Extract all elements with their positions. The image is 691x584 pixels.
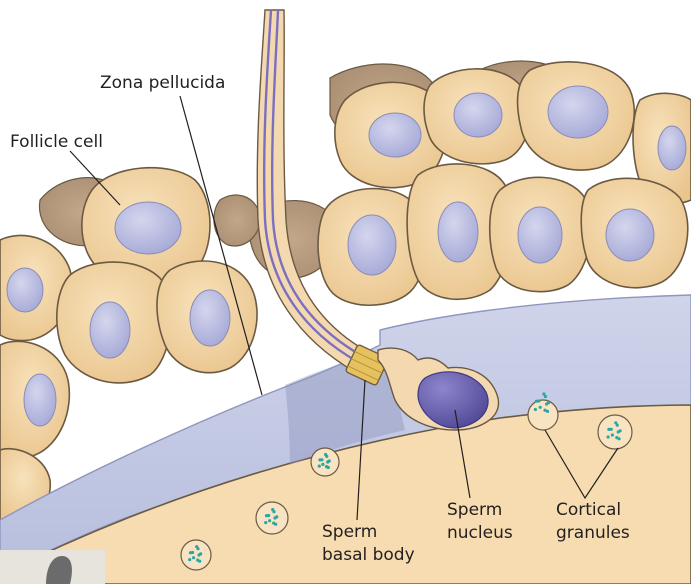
- label-sperm-basal-body-line1: Sperm: [322, 522, 377, 542]
- granule-dot: [611, 433, 614, 436]
- follicle-cell: [157, 261, 257, 373]
- follicle-cell: [424, 69, 530, 164]
- label-zona-pellucida: Zona pellucida: [100, 73, 225, 93]
- label-sperm-nucleus-line1: Sperm: [447, 500, 502, 520]
- granule-dot: [196, 547, 199, 550]
- granule-dot: [191, 551, 194, 554]
- cortical-granule: [598, 415, 632, 449]
- follicle-cell: [581, 178, 688, 287]
- granule-dot: [320, 458, 323, 461]
- granule-dot: [318, 465, 321, 468]
- label-sperm-basal-body-line2: basal body: [322, 545, 415, 565]
- granule-dot: [188, 558, 191, 561]
- granule-dot: [539, 406, 542, 409]
- follicle-cell: [57, 262, 172, 383]
- granule-dot: [544, 395, 547, 398]
- granule-dot: [325, 455, 328, 458]
- granule-dot: [199, 552, 202, 555]
- granule-dot: [267, 514, 270, 517]
- label-cortical-granules-line2: granules: [556, 523, 630, 543]
- granule-dot: [607, 435, 610, 438]
- cortical-granule: [181, 540, 211, 570]
- granule-dot: [619, 429, 622, 432]
- cortical-granule: [528, 400, 558, 430]
- granule-dot: [325, 465, 328, 468]
- granule-dot: [328, 459, 331, 462]
- granule-dot: [534, 408, 537, 411]
- granule-dot: [543, 409, 546, 412]
- granule-dot: [268, 519, 271, 522]
- granule-dot: [321, 463, 324, 466]
- granule-dot: [272, 510, 275, 513]
- granule-dot: [615, 436, 618, 439]
- granule-dot: [616, 424, 619, 427]
- follicle-cell: [490, 177, 592, 291]
- follicle-cell: [0, 341, 69, 458]
- granule-dot: [275, 515, 278, 518]
- cortical-granule: [256, 502, 288, 534]
- granule-dot: [192, 556, 195, 559]
- label-cortical-granules-line1: Cortical: [556, 500, 621, 520]
- granule-dot: [547, 401, 550, 404]
- label-follicle-cell: Follicle cell: [10, 132, 103, 152]
- granule-dot: [264, 521, 267, 524]
- granule-dot: [610, 428, 613, 431]
- granule-dot: [537, 399, 540, 402]
- follicle-cell: [517, 62, 634, 170]
- cortical-granule: [311, 448, 339, 476]
- granule-dot: [196, 559, 199, 562]
- granule-dot: [272, 522, 275, 525]
- label-sperm-nucleus-line2: nucleus: [447, 523, 513, 543]
